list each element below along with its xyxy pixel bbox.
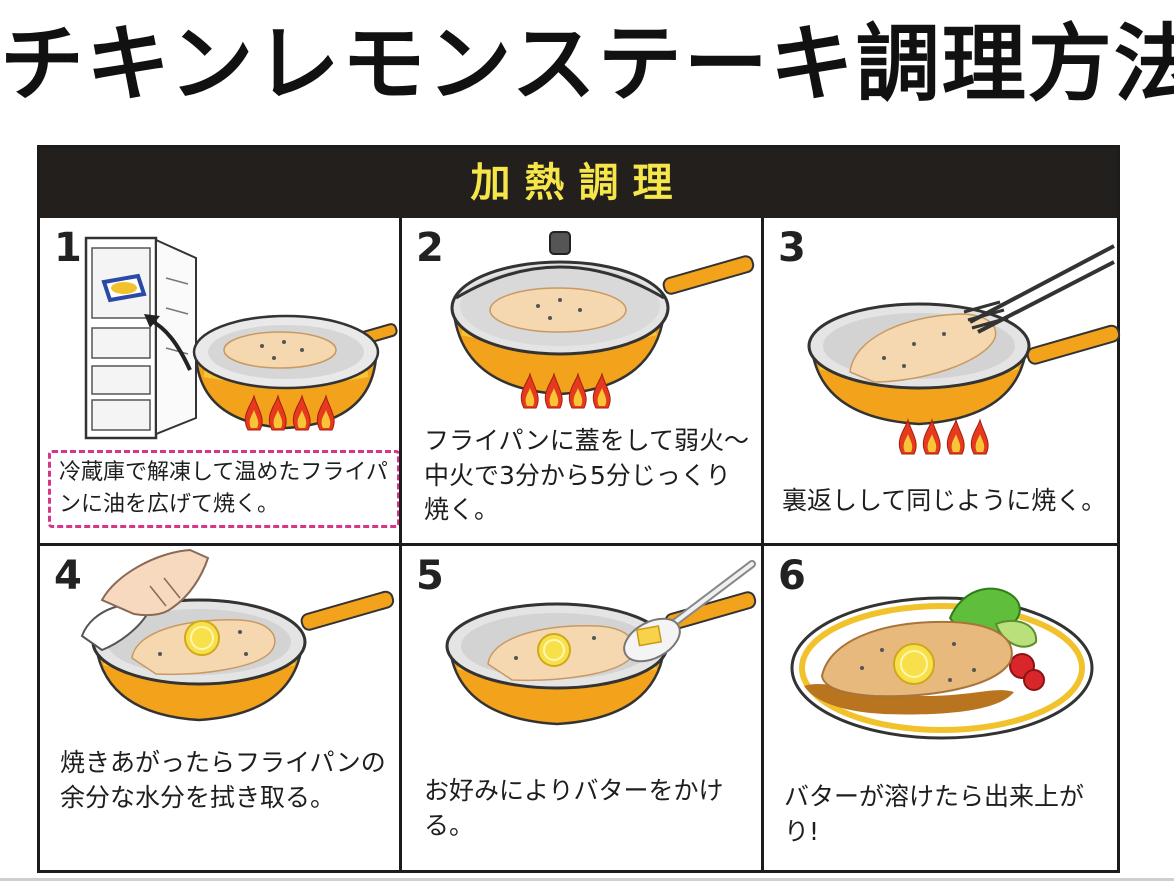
step-caption: 焼きあがったらフライパンの余分な水分を拭き取る。 <box>60 748 386 812</box>
recipe-frame: 加熱調理 1 <box>37 145 1121 873</box>
step-1: 1 <box>40 218 399 543</box>
step-number: 4 <box>54 553 82 599</box>
step-3: 3 <box>764 218 1123 543</box>
page-title: チキンレモンステーキ調理方法 <box>0 14 1174 113</box>
step-number: 5 <box>416 553 444 599</box>
step-4: 4 焼きあがったらフライパンの余分な水分を拭き取る。 <box>40 546 399 871</box>
page-bottom-rule <box>0 878 1174 881</box>
pan-with-butter-spoon-icon <box>445 560 757 726</box>
step-number: 3 <box>778 225 806 271</box>
grid-divider <box>40 543 1117 546</box>
step-number: 6 <box>778 553 806 599</box>
step-number: 2 <box>416 225 444 271</box>
plated-steak-icon <box>790 587 1094 740</box>
section-banner: 加熱調理 <box>40 148 1117 218</box>
fridge-and-pan-icon <box>84 236 398 440</box>
step-caption: バターが溶けたら出来上がり! <box>784 782 1085 846</box>
covered-pan-icon <box>450 231 755 409</box>
step-caption: 裏返しして同じように焼く。 <box>782 486 1107 515</box>
steps-grid: 1 <box>40 218 1121 871</box>
hand-wiping-pan-icon <box>80 548 395 722</box>
step-number: 1 <box>54 225 82 271</box>
step-5: 5 お好みによりバターをかける。 <box>402 546 761 871</box>
pan-with-tongs-icon <box>807 244 1121 455</box>
step-caption: 冷蔵庫で解凍して温めたフライパンに油を広げて焼く。 <box>48 450 399 528</box>
step-2: 2 <box>402 218 761 543</box>
step-caption: フライパンに蓋をして弱火～中火で3分から5分じっくり焼く。 <box>424 426 750 524</box>
step-caption: お好みによりバターをかける。 <box>424 776 724 840</box>
step-6: 6 バターが溶けたら出来上がり! <box>764 546 1123 871</box>
